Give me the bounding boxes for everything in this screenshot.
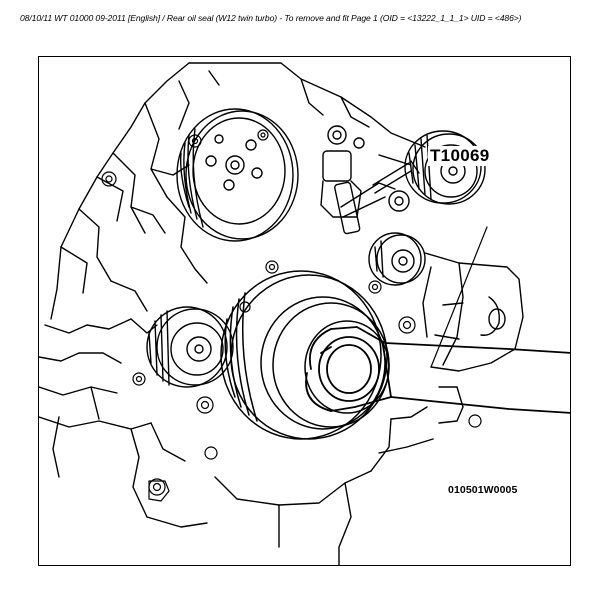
lower-idler-pulley: [146, 306, 234, 388]
belt-tensioner: [320, 125, 420, 235]
tool-t10069: [305, 326, 570, 414]
document-header: 08/10/11 WT 01000 09-2011 [English] / Re…: [20, 13, 522, 23]
figure-code: 010501W0005: [448, 484, 518, 496]
water-pump-pulley: [176, 108, 299, 242]
tool-label: T10069: [428, 146, 492, 166]
upper-idler-pulley: [404, 130, 486, 205]
mounting-bracket: [422, 252, 524, 372]
engine-diagram: [39, 62, 570, 565]
middle-idler-pulley: [368, 232, 426, 286]
label-leader-line: [430, 226, 488, 368]
figure-frame: [38, 56, 571, 566]
engine-block: [39, 62, 464, 565]
